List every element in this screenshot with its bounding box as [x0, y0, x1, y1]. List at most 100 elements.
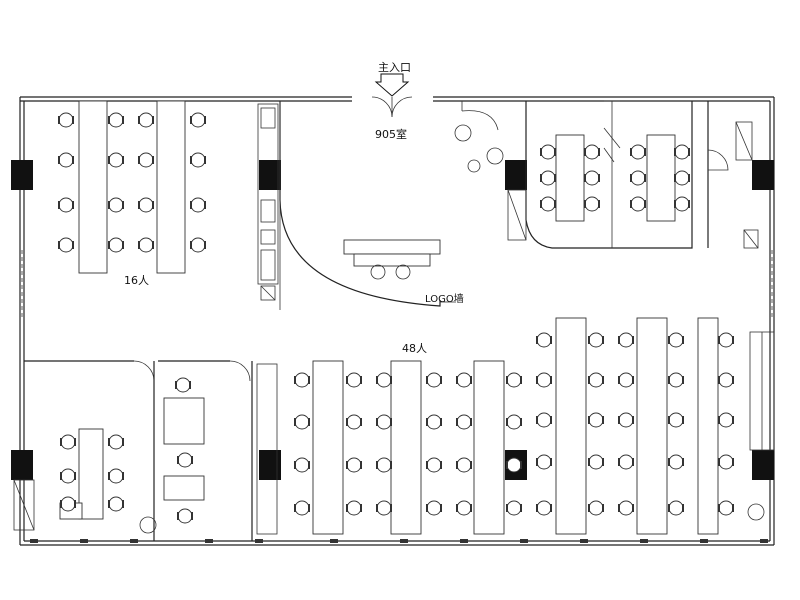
chair [58, 197, 74, 213]
window-mullion [640, 539, 648, 543]
chair [190, 152, 206, 168]
column [259, 450, 281, 480]
main-entrance-label: 主入口 [378, 61, 411, 74]
chair [190, 112, 206, 128]
desk-row [312, 360, 344, 535]
chair [60, 468, 76, 484]
chair [584, 196, 600, 212]
desk-row [636, 317, 668, 535]
column [11, 160, 33, 190]
chair [376, 372, 392, 388]
desk-row [78, 100, 108, 274]
chair [718, 332, 734, 348]
chair [108, 197, 124, 213]
utility-room [707, 101, 759, 249]
chair [540, 196, 556, 212]
chair [376, 457, 392, 473]
chair [138, 152, 154, 168]
chair [58, 237, 74, 253]
open-area-16-label: 16人 [124, 274, 149, 287]
chair [376, 500, 392, 516]
chair [584, 144, 600, 160]
storage-cabinets [257, 103, 279, 301]
room-number-label: 905室 [375, 127, 407, 141]
chair [294, 457, 310, 473]
chair [618, 332, 634, 348]
chair [718, 454, 734, 470]
chair [294, 500, 310, 516]
meeting-table [555, 134, 585, 222]
chair [506, 372, 522, 388]
chair [58, 152, 74, 168]
chair [346, 457, 362, 473]
chair [456, 500, 472, 516]
chair [108, 496, 124, 512]
window-mullion [460, 539, 468, 543]
chair [536, 500, 552, 516]
chair [108, 112, 124, 128]
chairs [58, 112, 734, 524]
chair [190, 197, 206, 213]
chair [426, 372, 442, 388]
window-mullion [130, 539, 138, 543]
chair [618, 500, 634, 516]
chair [138, 197, 154, 213]
chair [588, 412, 604, 428]
chair [60, 496, 76, 512]
chair [718, 500, 734, 516]
reception-desk [343, 239, 441, 255]
window-mullion [330, 539, 338, 543]
chair [618, 372, 634, 388]
desk-row [473, 360, 505, 535]
chair [718, 372, 734, 388]
chair [108, 434, 124, 450]
chair [426, 457, 442, 473]
chair [506, 457, 522, 473]
meeting-table [646, 134, 676, 222]
window-mullion [80, 539, 88, 543]
chair [138, 112, 154, 128]
chair [668, 454, 684, 470]
desk-row [555, 317, 587, 535]
chair [668, 500, 684, 516]
chair [346, 414, 362, 430]
chair [588, 500, 604, 516]
chair [58, 112, 74, 128]
chair [426, 500, 442, 516]
storage-strip [747, 331, 775, 521]
chair [294, 414, 310, 430]
chair [60, 434, 76, 450]
chair [294, 372, 310, 388]
desk-row [156, 100, 186, 274]
office-desk [163, 475, 205, 501]
chair [588, 372, 604, 388]
chair [668, 372, 684, 388]
chair [138, 237, 154, 253]
chair [618, 454, 634, 470]
chair [536, 372, 552, 388]
window-mullion [580, 539, 588, 543]
window-mullion [700, 539, 708, 543]
chair [630, 196, 646, 212]
column [259, 160, 281, 190]
chair [108, 152, 124, 168]
main-entrance-door: 主入口 905室 [371, 61, 413, 141]
chair [668, 332, 684, 348]
chair [630, 170, 646, 186]
chair [108, 237, 124, 253]
chair [456, 414, 472, 430]
open-area-48-label: 48人 [402, 342, 427, 355]
chair [584, 170, 600, 186]
meeting-rooms [507, 100, 693, 249]
chair [674, 144, 690, 160]
chair [668, 412, 684, 428]
chair [376, 414, 392, 430]
chair [540, 144, 556, 160]
column [752, 450, 774, 480]
chair [177, 452, 193, 468]
chair [346, 372, 362, 388]
chair [588, 454, 604, 470]
window-mullions [30, 539, 768, 543]
chair [674, 170, 690, 186]
